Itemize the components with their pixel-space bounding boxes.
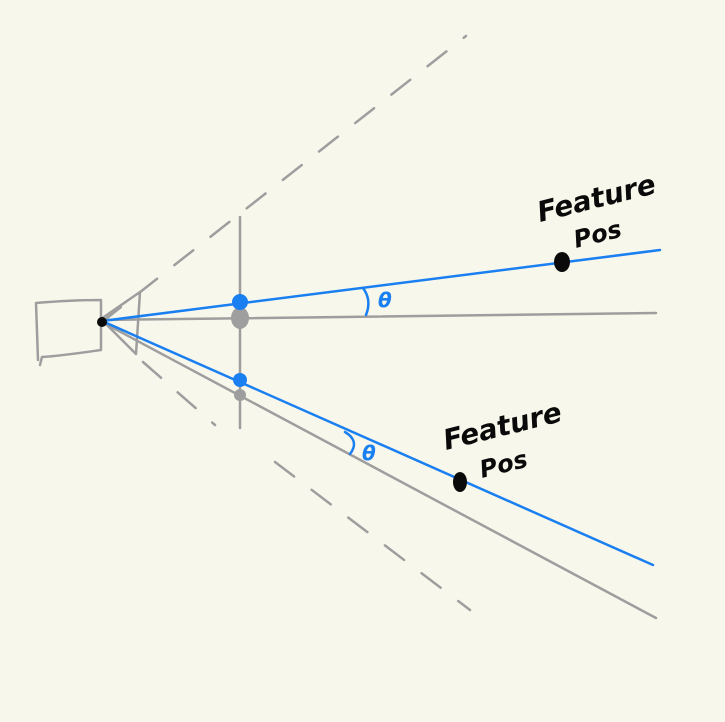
lower-angle-arc — [343, 430, 356, 456]
lower-reference-point — [234, 389, 246, 401]
upper-angle-arc — [361, 286, 370, 317]
lower-reference-ray — [100, 320, 658, 620]
upper-projected-point — [232, 294, 248, 310]
lower-angle-label: θ — [362, 441, 376, 465]
camera-center-point — [97, 317, 107, 327]
camera-body — [34, 298, 103, 367]
optical-axis-line — [100, 311, 658, 322]
lower-projected-point — [233, 373, 247, 387]
upper-feature-point — [554, 252, 570, 272]
upper-angle-label: θ — [378, 288, 392, 312]
lower-feature-label-line2: Pos — [477, 445, 531, 484]
camera-lens — [99, 290, 142, 356]
fov-upper-dashed-line — [100, 34, 468, 324]
lower-feature-ray — [100, 319, 655, 567]
lower-feature-label-line1: Feature — [440, 396, 565, 457]
fov-lower-dashed-line — [141, 360, 472, 612]
principal-point — [231, 307, 249, 329]
upper-feature-label-line2: Pos — [571, 215, 625, 254]
lower-feature-point — [453, 472, 467, 492]
